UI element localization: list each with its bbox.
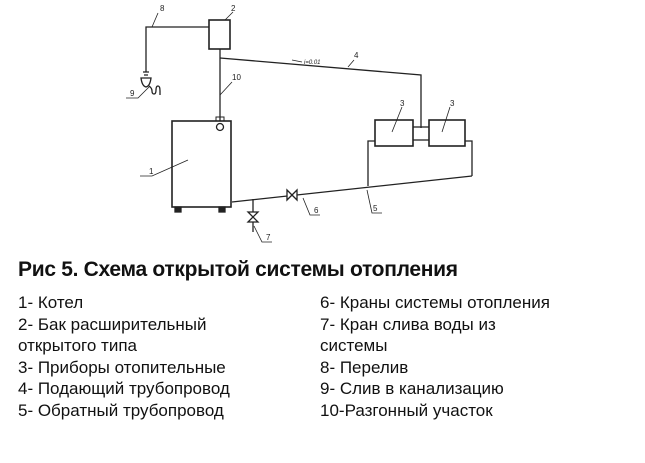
- legend-item: 5- Обратный трубопровод: [18, 400, 224, 420]
- legend-right: 6- Краны системы отопления 7- Кран слива…: [320, 292, 550, 421]
- callout-3: 3: [400, 99, 405, 108]
- callout-6: 6: [314, 206, 319, 215]
- overflow-pipe: [145, 26, 209, 72]
- sink: [140, 71, 161, 95]
- legend-item: 1- Котел: [18, 293, 84, 312]
- slope-label: i=0.01: [304, 60, 321, 66]
- callout-10: 10: [232, 73, 241, 82]
- callout-3: 3: [450, 99, 455, 108]
- drain-valve-7: [246, 211, 260, 223]
- legend-item: 8- Перелив: [320, 357, 409, 377]
- legend-item: 2- Бак расширительный: [18, 314, 207, 334]
- callout-1: 1: [149, 167, 154, 176]
- radiator: [374, 119, 414, 147]
- callout-2: 2: [231, 4, 236, 13]
- supply-pipe: [219, 57, 422, 128]
- heating-system-diagram: 2 8 10 4 i=0.01 3 3 1 6 5 7 9: [126, 4, 473, 243]
- boiler: [171, 120, 232, 208]
- callout-8: 8: [160, 4, 165, 13]
- legend-item: 4- Подающий трубопровод: [18, 379, 230, 398]
- legend-item: 10-Разгонный участок: [320, 400, 493, 420]
- legend-item: 7- Кран слива воды из: [320, 314, 496, 334]
- callout-9: 9: [130, 89, 135, 98]
- callout-5: 5: [373, 204, 378, 213]
- callout-4: 4: [354, 51, 359, 60]
- legend-item: системы: [320, 336, 388, 355]
- figure-title: Рис 5. Схема открытой системы отопления: [18, 258, 458, 281]
- return-pipe: [231, 175, 473, 203]
- legend-item: 6- Краны системы отопления: [320, 293, 550, 312]
- legend-left: 1- Котел 2- Бак расширительный открытого…: [18, 292, 230, 421]
- valve-6: [286, 188, 298, 202]
- legend-item: открытого типа: [18, 336, 137, 355]
- radiator: [428, 119, 466, 147]
- callout-7: 7: [266, 233, 271, 242]
- legend-item: 3- Приборы отопительные: [18, 357, 226, 377]
- legend-item: 9- Слив в канализацию: [320, 379, 504, 398]
- expansion-tank: [208, 19, 231, 50]
